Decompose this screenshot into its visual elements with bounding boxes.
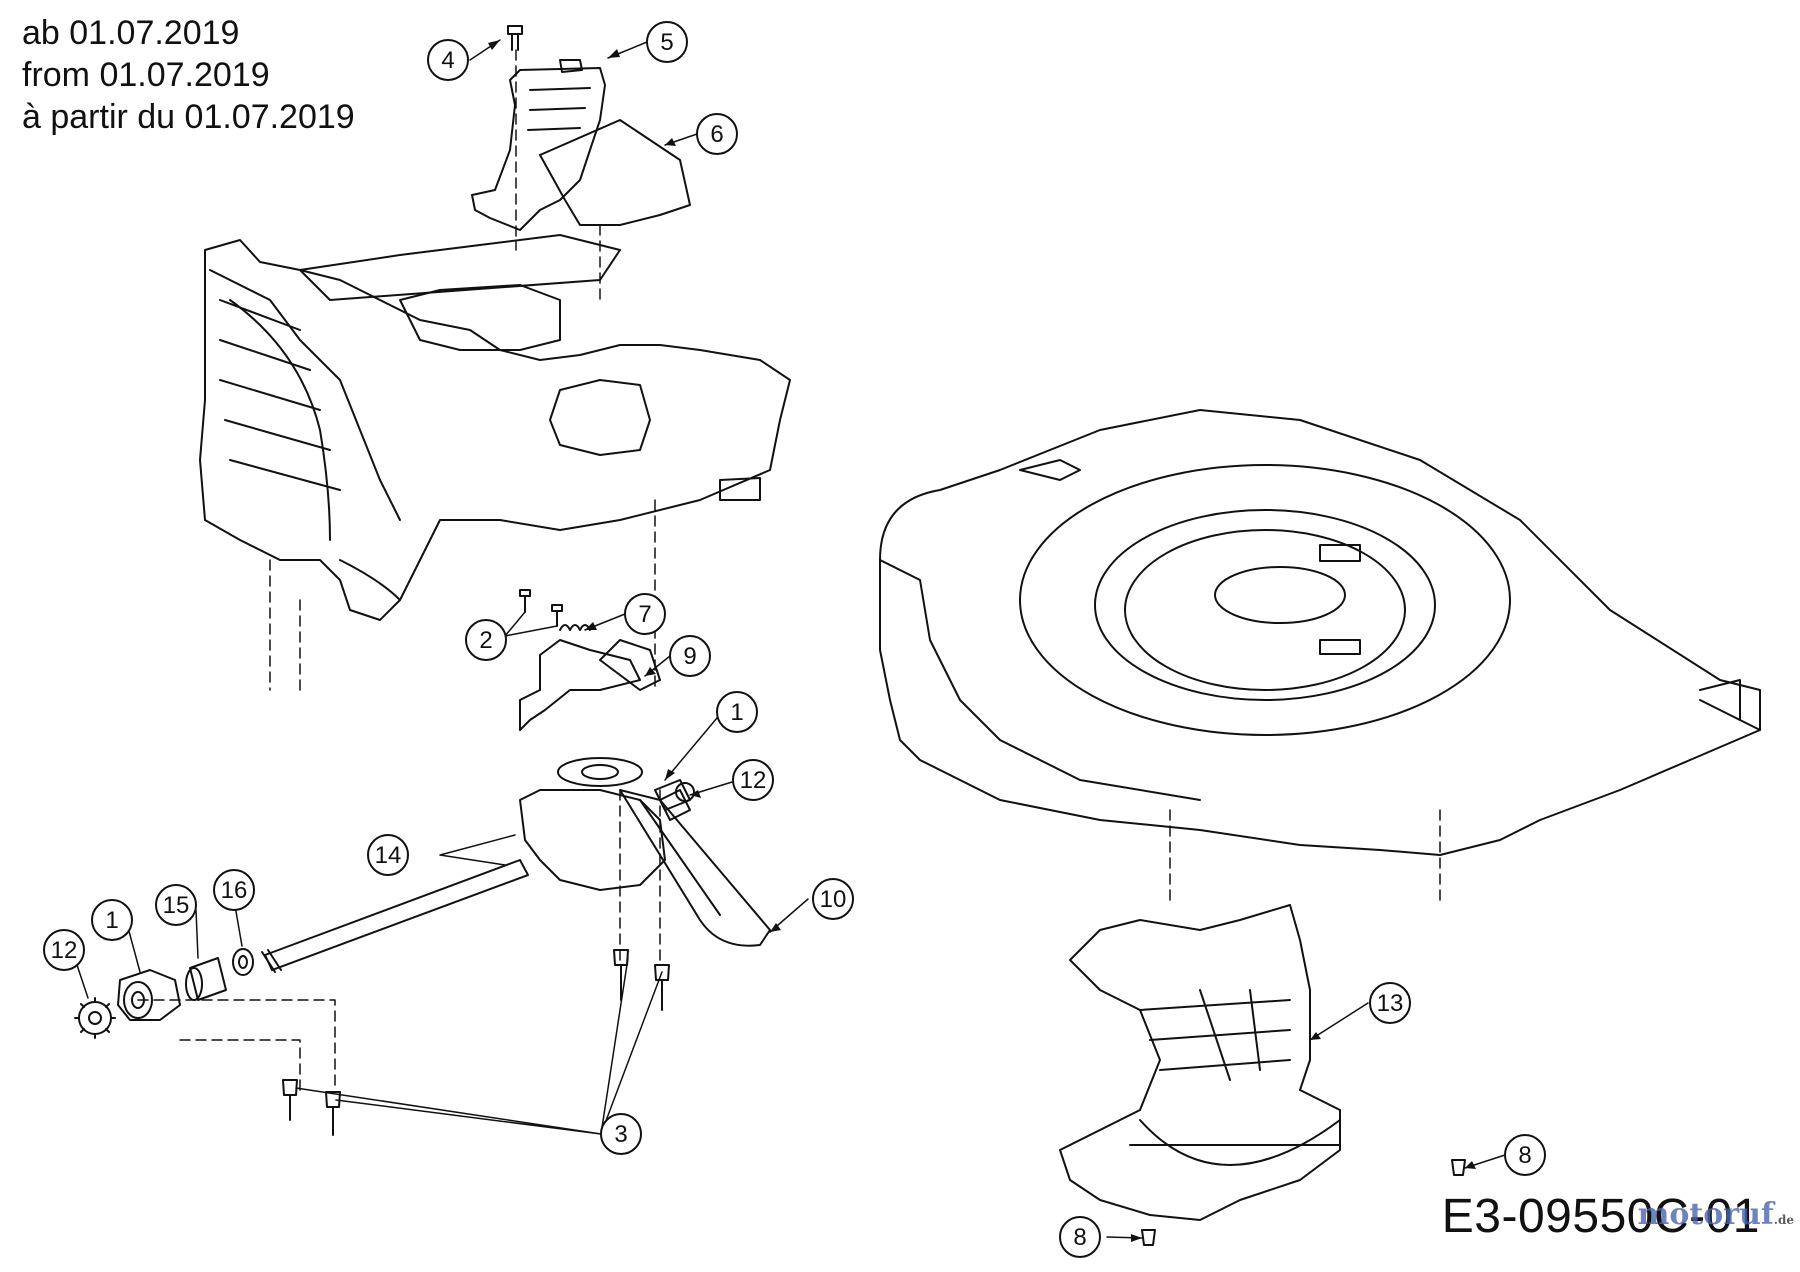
drive-belt [619,789,771,947]
callout-c13: 13 [1369,982,1411,1024]
bolt-2 [519,589,563,627]
screw-3-set [282,949,670,1136]
callout-number: 12 [740,767,767,794]
bushing-15 [185,957,227,1001]
callout-circle [1504,1134,1546,1176]
rear-discharge-chute [1059,904,1341,1221]
callout-number: 5 [660,29,673,56]
callout-number: 3 [614,1121,627,1148]
watermark-logo: motoruf.de [1638,1197,1794,1232]
callout-number: 9 [683,643,696,670]
callout-number: 1 [105,907,118,934]
callout-c12a: 12 [732,759,774,801]
diagram-code: E3-09550C-01 [1441,1190,1760,1243]
gearbox [519,757,691,891]
callout-circle [600,1113,642,1155]
washer-16 [232,948,254,976]
handle-housing [199,234,791,621]
callout-circle [43,929,85,971]
spring-7 [559,624,591,631]
callout-circle [367,834,409,876]
callout-circle [213,869,255,911]
drive-bracket [519,639,661,731]
callout-circle [91,899,133,941]
screw-8b [1451,1159,1466,1176]
validity-date-en: from 01.07.2019 [22,56,270,94]
leader-arrowheads [488,40,1476,1242]
callout-circle [812,878,854,920]
callout-c6: 6 [696,113,738,155]
callout-number: 6 [710,121,723,148]
callout-c9: 9 [669,635,711,677]
callout-number: 4 [441,47,454,74]
drive-shaft [261,859,529,973]
assembly-guide-lines [137,49,1441,1091]
callout-circle [465,619,507,661]
wheel-bearing [117,969,181,1021]
callout-circle [624,593,666,635]
callout-number: 13 [1377,990,1404,1017]
gearbox-gear-set [654,779,695,811]
callout-c4: 4 [427,39,469,81]
callout-circle [732,759,774,801]
callout-circle [716,691,758,733]
bolt-4 [507,25,523,51]
callout-number: 15 [163,892,190,919]
callout-circle [669,635,711,677]
callout-number: 1 [730,699,743,726]
cover-bracket [471,59,691,231]
pinion-gear [74,997,116,1039]
screw-8a [1141,1229,1156,1246]
callout-number: 8 [1518,1142,1531,1169]
callout-number: 8 [1073,1224,1086,1251]
callout-circle [696,113,738,155]
callout-circle [1059,1216,1101,1258]
watermark-suffix: .de [1773,1213,1794,1227]
callout-c2: 2 [465,619,507,661]
watermark-brand: motoruf [1637,1197,1774,1232]
validity-date-de: ab 01.07.2019 [22,14,240,52]
callout-c8b: 8 [1059,1216,1101,1258]
callout-number: 14 [375,842,402,869]
callout-c5: 5 [646,21,688,63]
callout-c3: 3 [600,1113,642,1155]
callout-c15: 15 [155,884,197,926]
callout-number: 10 [820,886,847,913]
callout-c12b: 12 [43,929,85,971]
callout-c16: 16 [213,869,255,911]
callout-circle [646,21,688,63]
callout-c14: 14 [367,834,409,876]
callout-c1b: 1 [91,899,133,941]
validity-date-fr: à partir du 01.07.2019 [22,98,355,136]
callout-circle [427,39,469,81]
callout-c8a: 8 [1504,1134,1546,1176]
callout-number: 7 [638,601,651,628]
callout-circle [1369,982,1411,1024]
callout-number: 2 [479,627,492,654]
callout-c7: 7 [624,593,666,635]
callout-c10: 10 [812,878,854,920]
callout-number: 12 [51,937,78,964]
mower-deck [879,409,1761,856]
callout-balloons: 4 5 6 7 2 9 1 12 14 10 16 15 1 12 3 13 8 8 [43,21,1546,1258]
callout-circle [155,884,197,926]
callout-c1a: 1 [716,691,758,733]
callout-number: 16 [221,877,248,904]
leader-lines [71,39,1506,1239]
